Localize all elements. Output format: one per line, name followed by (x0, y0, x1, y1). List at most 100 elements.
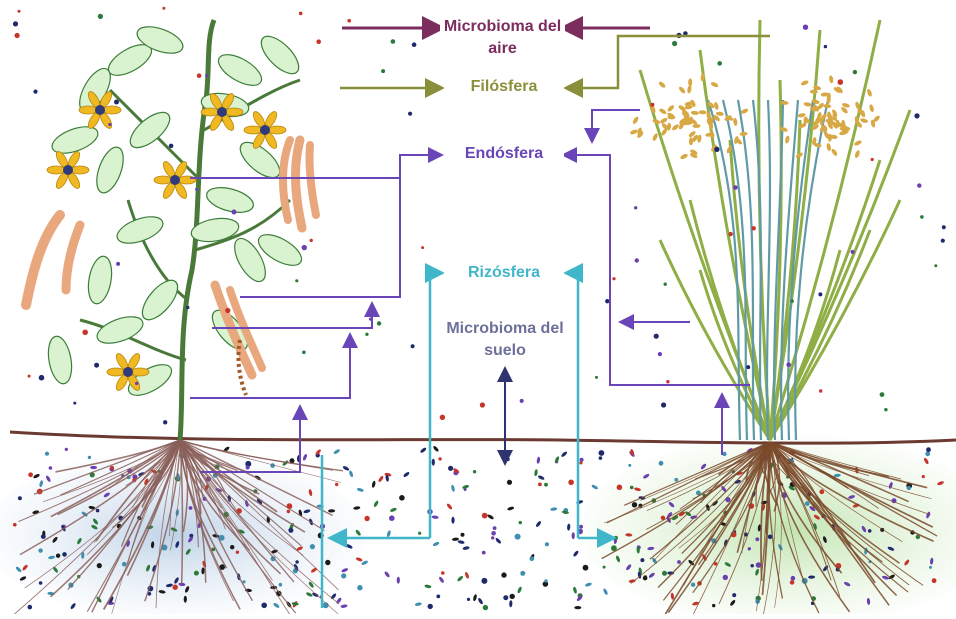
air-microbe (733, 185, 738, 190)
soil-microbe (677, 560, 681, 564)
endosphere-arrow-1 (190, 155, 440, 178)
rice-grain (691, 110, 699, 115)
air-microbe (28, 375, 31, 378)
air-microbe (18, 10, 21, 13)
air-microbe (824, 45, 827, 48)
air-microbe (316, 39, 321, 44)
tomato-leaf (91, 144, 128, 197)
soil-microbe (509, 600, 512, 607)
soil-microbe (579, 461, 582, 464)
tomato-leaf (214, 48, 267, 91)
air-microbe (310, 239, 313, 242)
tomato-leaf (114, 211, 167, 248)
rice-grain (671, 123, 680, 131)
soil-microbe (110, 466, 114, 470)
air-microbe (440, 415, 445, 420)
endosphere-label: Endósfera (444, 143, 564, 165)
soil-microbe (340, 604, 347, 608)
soil-microbe (292, 602, 299, 606)
air-microbe (728, 232, 732, 236)
tomato-flower (47, 150, 89, 190)
soil-microbe (288, 528, 293, 533)
soil-microbe (723, 575, 728, 580)
air-microbe (871, 158, 874, 161)
soil-microbe (378, 475, 385, 483)
air-microbe (520, 399, 524, 403)
soil-microbe (545, 542, 549, 546)
soil-microbe (295, 560, 298, 563)
soil-microbe (230, 545, 234, 549)
soil-microbe (510, 594, 515, 599)
air-microbe (914, 113, 919, 118)
soil-microbe (399, 495, 405, 501)
soil-microbe (39, 581, 43, 585)
tomato-leaf (136, 275, 184, 326)
soil-microbiome-label: Microbioma del suelo (440, 318, 570, 362)
soil-microbe (246, 466, 250, 470)
air-microbe (819, 389, 822, 392)
air-microbe (717, 61, 722, 66)
soil-microbe (520, 571, 525, 576)
soil-microbe (310, 544, 315, 549)
soil-microbe (585, 582, 593, 587)
soil-microbe (630, 486, 634, 490)
air-microbe (934, 264, 937, 267)
soil-microbe (550, 507, 557, 511)
soil-microbe (451, 485, 456, 493)
air-microbe (612, 277, 615, 280)
soil-microbe (572, 586, 577, 594)
soil-microbe (519, 521, 522, 524)
soil-microbe (561, 451, 568, 458)
rice-grain (687, 85, 692, 94)
rice-grain (713, 102, 719, 111)
soil-microbe (335, 483, 338, 486)
rhizosphere-label: Rizósfera (444, 262, 564, 284)
soil-microbe (477, 597, 483, 605)
air-microbe (595, 376, 598, 379)
air-microbe (791, 299, 794, 302)
soil-microbe (279, 583, 283, 587)
rice-grain (659, 117, 668, 124)
soil-microbe (194, 571, 199, 576)
air-microbe (302, 351, 306, 355)
air-microbe (746, 365, 750, 369)
air-microbe (135, 382, 138, 385)
soil-microbe (38, 548, 42, 552)
soil-microbe (507, 506, 515, 511)
soil-microbe (420, 447, 427, 454)
air-microbe (661, 402, 666, 407)
soil-microbe (472, 594, 477, 602)
rhizosphere-arrow-right (568, 273, 578, 538)
soil-microbe (428, 604, 433, 609)
soil-microbe (373, 500, 379, 508)
soil-microbe (602, 588, 608, 596)
soil-microbe (640, 558, 644, 562)
soil-microbe (97, 563, 102, 568)
soil-microbe (403, 471, 410, 478)
soil-microbe (62, 552, 67, 557)
air-microbe (411, 344, 415, 348)
air-microbe (421, 246, 424, 249)
soil-microbe (517, 586, 523, 594)
tomato-leaf (255, 30, 304, 79)
rice-grain (716, 111, 724, 116)
soil-microbe (599, 450, 605, 456)
soil-microbe (189, 506, 193, 510)
soil-microbe (461, 533, 465, 537)
soil-microbe (712, 604, 715, 607)
air-microbe (408, 112, 412, 116)
air-microbe (377, 321, 381, 325)
air-microbe (299, 12, 303, 16)
soil-microbe (424, 584, 432, 589)
soil-microbe (544, 483, 548, 487)
soil-microbe (751, 564, 754, 567)
soil-microbe (507, 480, 512, 485)
soil-microbe (18, 496, 22, 500)
soil-microbe (538, 483, 542, 487)
air-microbe (205, 74, 208, 77)
soil-microbe (397, 577, 400, 584)
soil-microbe (691, 583, 695, 587)
air-microbe (82, 330, 88, 336)
soil-microbe (65, 448, 68, 451)
air-microbe (941, 239, 945, 243)
